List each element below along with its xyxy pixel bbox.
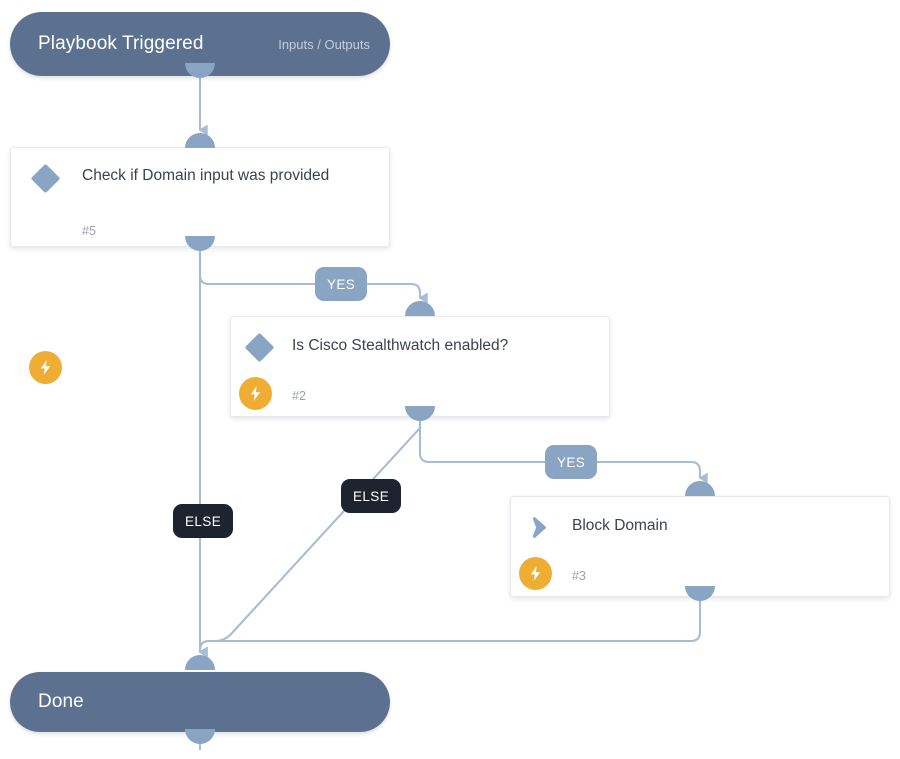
port-start-out[interactable] [185,63,215,78]
bolt-icon [29,351,62,384]
edge-label-yes-check-domain[interactable]: YES [315,267,368,301]
stealthwatch-number: #2 [292,389,306,403]
node-check-domain[interactable]: Check if Domain input was provided #5 [10,147,390,384]
node-done[interactable]: Done [10,672,390,732]
port-done-out[interactable] [185,729,215,744]
port-check-domain-in[interactable] [185,133,215,148]
port-block-domain-in[interactable] [685,481,715,496]
port-done-in[interactable] [185,655,215,670]
chevron-right-icon [525,513,555,543]
block-domain-title: Block Domain [572,517,668,534]
stealthwatch-title: Is Cisco Stealthwatch enabled? [292,337,509,354]
diamond-icon [244,332,275,363]
port-stealthwatch-in[interactable] [405,301,435,316]
port-stealthwatch-out[interactable] [405,406,435,421]
node-stealthwatch[interactable]: Is Cisco Stealthwatch enabled? #2 [230,316,610,417]
check-domain-number: #5 [82,224,96,238]
done-title: Done [38,691,84,712]
edge-stealthwatch-else-to-done [198,420,422,658]
playbook-triggered-title: Playbook Triggered [38,33,204,54]
edge-check-domain-yes-to-stealthwatch [198,250,428,304]
edge-label-yes-stealthwatch[interactable]: YES [545,445,598,479]
port-block-domain-out[interactable] [685,586,715,601]
diamond-icon [30,163,61,194]
edge-label-else-stealthwatch[interactable]: ELSE [341,479,402,513]
check-domain-title: Check if Domain input was provided [82,167,330,184]
edge-label-else-check-domain[interactable]: ELSE [173,504,234,538]
node-block-domain[interactable]: Block Domain #3 [510,496,890,597]
node-playbook-triggered[interactable]: Playbook Triggered Inputs / Outputs [10,12,390,76]
edge-block-domain-to-done [198,600,702,658]
port-check-domain-out[interactable] [185,236,215,251]
bolt-icon [239,377,272,410]
playbook-triggered-inputs-outputs-label[interactable]: Inputs / Outputs [278,36,370,52]
block-domain-number: #3 [572,569,586,583]
bolt-icon [519,557,552,590]
